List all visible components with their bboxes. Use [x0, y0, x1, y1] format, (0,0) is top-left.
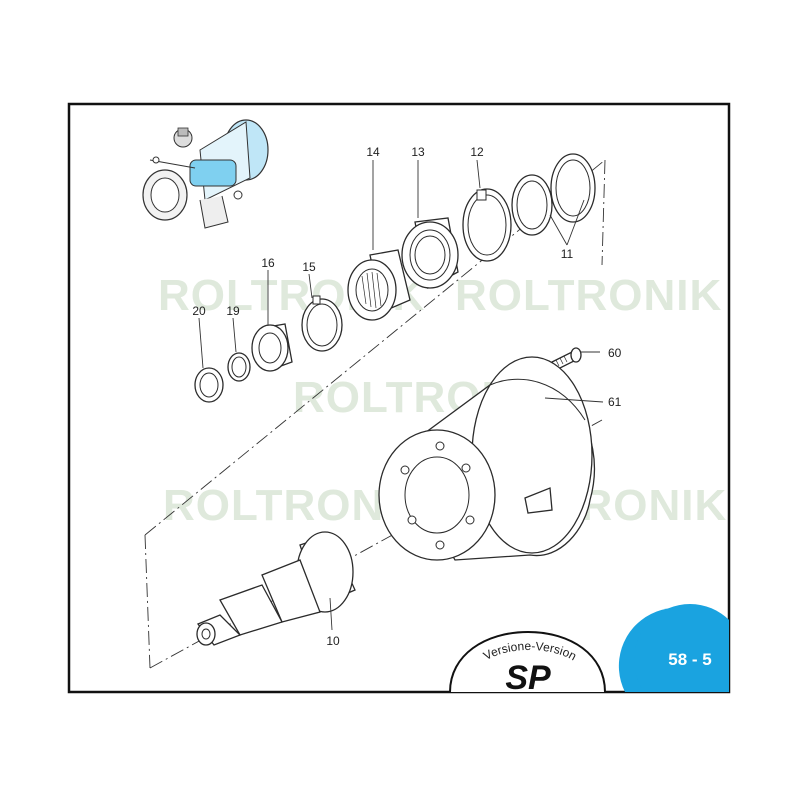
axis-left-vertical	[144, 534, 151, 669]
callout-14: 14	[366, 145, 380, 159]
callout-10: 10	[326, 634, 340, 648]
version-stamp: Versione-Version SP	[449, 630, 606, 697]
callout-16: 16	[261, 256, 275, 270]
part-10-shaft	[196, 531, 356, 646]
part-13-bearing	[401, 217, 459, 289]
axis-upper	[144, 159, 606, 536]
part-19-circlip	[227, 352, 251, 382]
part-61-drum-housing	[378, 356, 595, 561]
page-badge: 58 - 5	[618, 604, 729, 692]
version-stamp-outline	[449, 630, 606, 693]
part-14-needle-bearing	[347, 249, 411, 321]
callout-13: 13	[411, 145, 425, 159]
axis-right-vertical	[601, 159, 606, 266]
version-code: SP	[505, 659, 551, 697]
part-16-small-bearing	[251, 323, 293, 372]
callout-61: 61	[608, 395, 622, 409]
callout-labels: 14 13 12 11 16 15 20 19 60 61 10	[192, 145, 621, 648]
callout-15: 15	[302, 260, 316, 274]
leader-lines	[198, 159, 604, 631]
callout-19: 19	[226, 304, 240, 318]
part-12-circlip	[462, 188, 512, 262]
watermark-2: ROLTRONIK	[455, 271, 722, 320]
callout-11: 11	[561, 247, 574, 261]
part-11-rings	[511, 153, 596, 236]
part-20-washer	[194, 367, 224, 403]
part-15-snap-ring	[301, 295, 343, 352]
page-number: 58 - 5	[668, 650, 711, 669]
callout-12: 12	[470, 145, 484, 159]
overview-thumbnail-icon	[142, 119, 269, 229]
callout-60: 60	[608, 346, 622, 360]
callout-20: 20	[192, 304, 206, 318]
